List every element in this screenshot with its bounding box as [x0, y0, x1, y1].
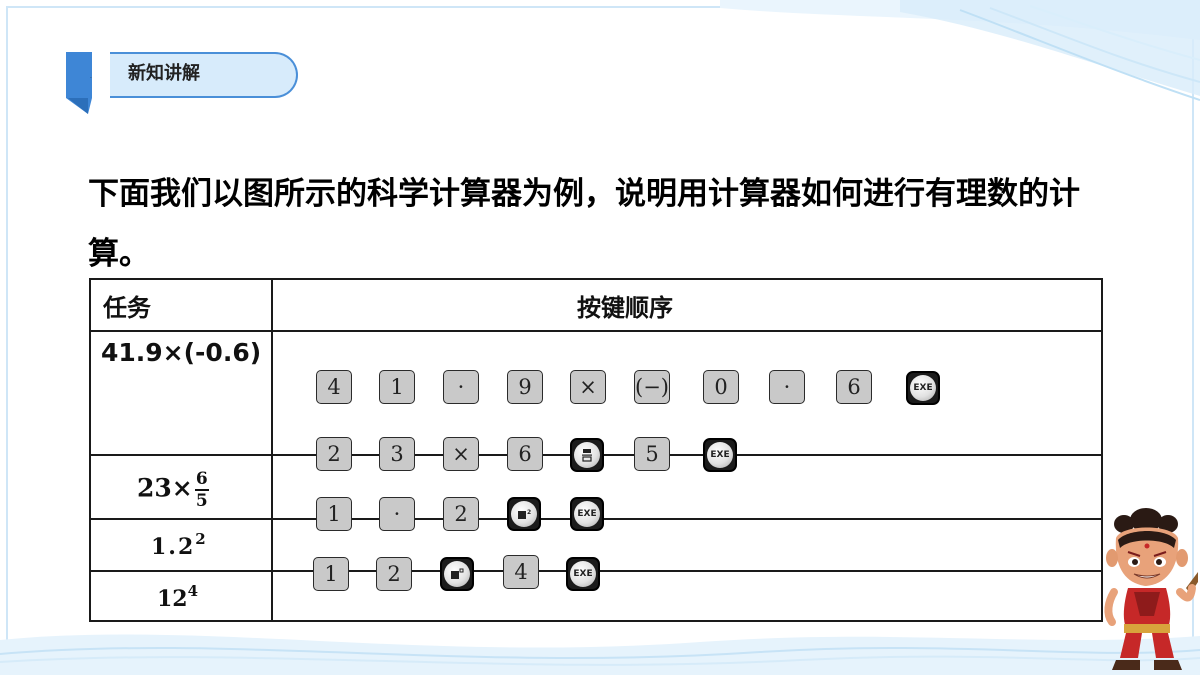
exe-key-icon: EXE	[570, 497, 604, 531]
tag-box	[110, 52, 298, 98]
key-1: 1	[313, 557, 349, 591]
key-5: 5	[634, 437, 670, 471]
section-tag	[66, 52, 306, 114]
key-2: 2	[376, 557, 412, 591]
key-negative: (−)	[634, 370, 670, 404]
key-0: 0	[703, 370, 739, 404]
tag-marker: .	[90, 73, 92, 80]
key-4: 4	[503, 555, 539, 589]
key-decimal: ·	[443, 370, 479, 404]
key-1: 1	[379, 370, 415, 404]
key-multiply: ×	[443, 437, 479, 471]
task-expression: 41.9×(-0.6)	[101, 338, 262, 367]
intro-text: 下面我们以图所示的科学计算器为例，说明用计算器如何进行有理数的计算。	[88, 176, 1080, 272]
svg-text:2: 2	[527, 509, 531, 516]
exe-key-icon: EXE	[906, 371, 940, 405]
table-divider	[271, 280, 273, 620]
header-task: 任务	[103, 294, 151, 322]
section-title: 新知讲解	[128, 63, 200, 84]
mascot-character-image	[1104, 508, 1198, 670]
header-keys: 按键顺序	[577, 294, 673, 322]
key-1: 1	[316, 497, 352, 531]
key-3: 3	[379, 437, 415, 471]
key-decimal: ·	[769, 370, 805, 404]
exe-key-icon: EXE	[703, 438, 737, 472]
key-6: 6	[507, 437, 543, 471]
key-6: 6	[836, 370, 872, 404]
power-key-icon	[440, 557, 474, 591]
square-key-icon: 2	[507, 497, 541, 531]
key-multiply: ×	[570, 370, 606, 404]
key-decimal: ·	[379, 497, 415, 531]
tag-fold-icon	[66, 52, 92, 114]
fraction-key-icon	[570, 438, 604, 472]
key-2: 2	[443, 497, 479, 531]
task-expression: 1.22	[151, 530, 208, 560]
task-expression: 124	[157, 582, 199, 612]
exe-key-icon: EXE	[566, 557, 600, 591]
table-rule	[91, 330, 1101, 332]
key-4: 4	[316, 370, 352, 404]
key-2: 2	[316, 437, 352, 471]
key-9: 9	[507, 370, 543, 404]
